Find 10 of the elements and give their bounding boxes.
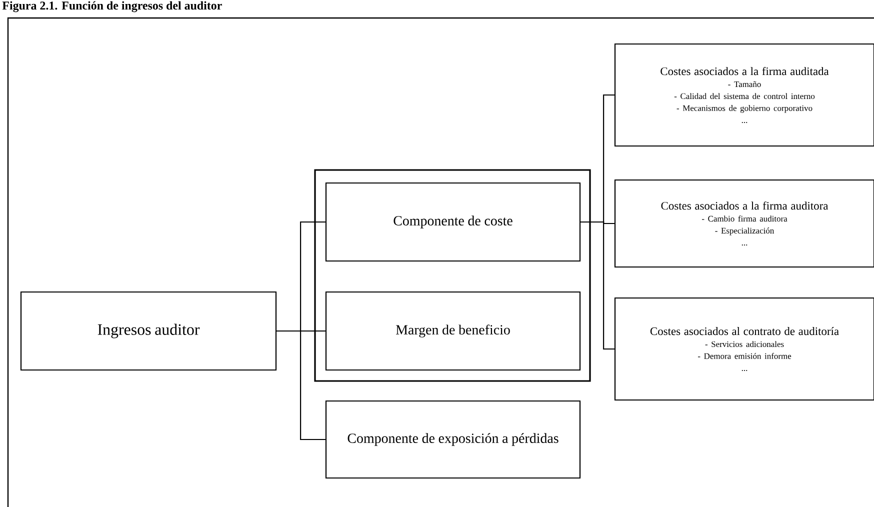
component-box: Componente de coste (325, 182, 581, 262)
connector-line (276, 330, 326, 440)
connector-line (580, 221, 614, 350)
root-box: Ingresos auditor (20, 291, 277, 371)
figure-title: Figura 2.1. Función de ingresos del auditor (2, 1, 222, 12)
category-box: Costes asociados a la firma auditora - Cambio firma auditora - Especialización ... (614, 179, 874, 268)
component-box: Margen de beneficio (325, 291, 581, 371)
category-box: Costes asociados al contrato de auditoría - Servicios adicionales - Demora emisión informe ... (614, 297, 874, 401)
category-box: Costes asociados a la firma auditada - Tamaño - Calidad del sistema de control interno - Mecanismos de gobierno corporativo ... (614, 43, 874, 147)
component-box: Componente de exposición a pérdidas (325, 400, 581, 479)
